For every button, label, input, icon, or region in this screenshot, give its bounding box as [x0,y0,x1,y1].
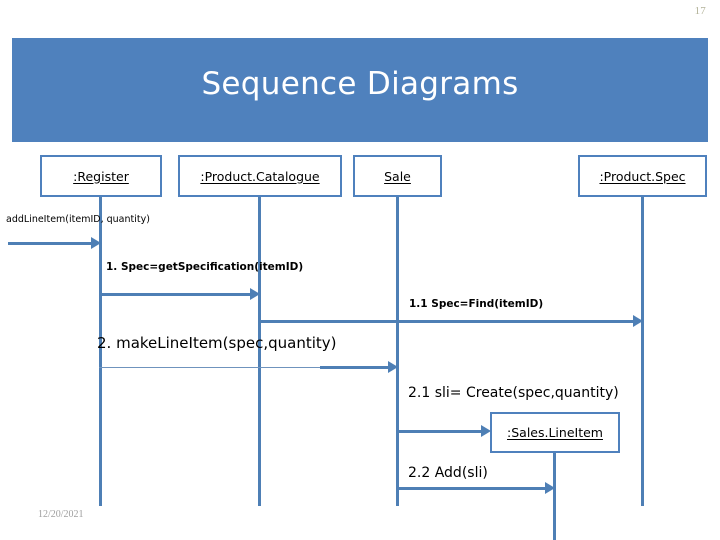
message-line-makelineitem [99,367,349,368]
message-line-specfind [258,320,636,323]
participant-box-sale[interactable]: Sale [353,155,442,197]
title-banner: Sequence Diagrams [12,38,708,142]
message-arrowhead-addsli [545,482,555,494]
participant-label: :Sales.LineItem [507,425,603,440]
participant-label: Sale [384,168,411,184]
message-arrowhead-specfind [633,315,643,327]
message-label-getspecification: 1. Spec=getSpecification(itemID) [106,261,304,273]
lifeline-register [99,197,102,506]
participant-box-productspec[interactable]: :Product.Spec [578,155,707,197]
message-line-slicreate [396,430,486,433]
message-line-addlineitem [8,242,94,245]
lifeline-sale [396,197,399,506]
message-arrowhead-makelineitem [388,361,398,373]
lifeline-productcatalogue [258,197,261,506]
participant-label: :Product.Catalogue [200,168,320,184]
message-line-getspecification [99,293,254,296]
participant-box-productcatalogue[interactable]: :Product.Catalogue [178,155,342,197]
message-arrowhead-addlineitem [91,237,101,249]
page-title: Sequence Diagrams [201,66,519,102]
message-label-specfind: 1.1 Spec=Find(itemID) [409,298,544,310]
participant-box-register[interactable]: :Register [40,155,162,197]
participant-label: :Product.Spec [599,168,686,184]
message-arrowhead-slicreate [481,425,491,437]
message-arrowhead-getspecification [250,288,260,300]
message-label-slicreate: 2.1 sli= Create(spec,quantity) [408,385,619,401]
lifeline-productspec [641,197,644,506]
footer-date: 12/20/2021 [38,509,84,520]
message-label-addlineitem: addLineItem(itemID, quantity) [6,214,150,225]
message-label-makelineitem: 2. makeLineItem(spec,quantity) [97,334,337,352]
message-line-makelineitem-solid [320,366,392,369]
lifeline-saleslineitem [553,453,556,540]
page-number: 17 [694,5,706,17]
message-line-addsli [396,487,549,490]
participant-box-saleslineitem[interactable]: :Sales.LineItem [490,412,620,453]
participant-label: :Register [73,168,129,184]
message-label-addsli: 2.2 Add(sli) [408,465,488,481]
